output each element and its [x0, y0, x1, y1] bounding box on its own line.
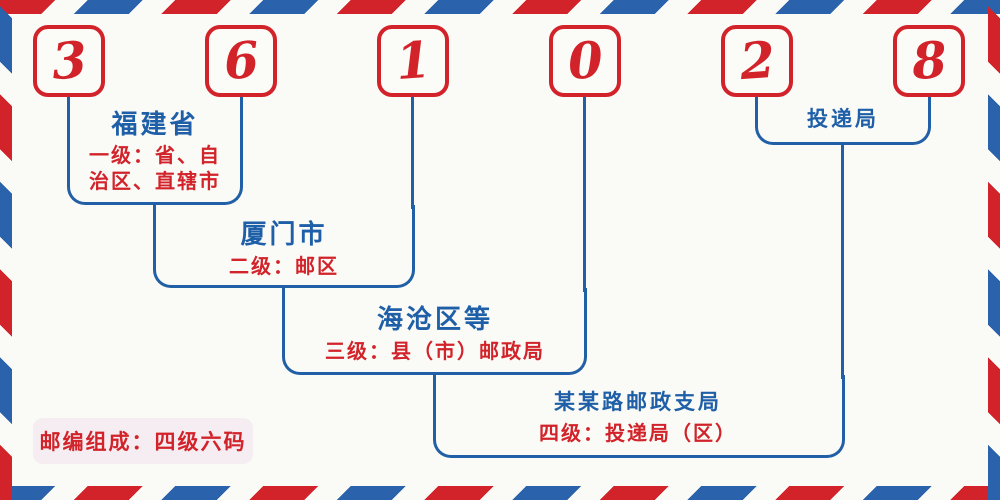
airmail-border-right: [988, 0, 1000, 500]
level-4-connector-line: [841, 145, 844, 379]
level-2-desc-line-1: 二级：邮区: [229, 256, 339, 278]
level-2-desc: 二级：邮区: [164, 254, 404, 280]
digit-box-3: 1: [377, 25, 449, 97]
digit-box-1: 3: [33, 25, 105, 97]
level-2-title: 厦门市: [240, 220, 328, 249]
airmail-border-left: [0, 0, 12, 500]
digit-2: 6: [221, 29, 261, 92]
level-3-bracket: [282, 288, 587, 375]
digit-box-6: 8: [893, 25, 965, 97]
level-4-desc: 四级：投递局（区）: [488, 421, 788, 447]
digit-box-2: 6: [205, 25, 277, 97]
airmail-border-bottom: [0, 486, 1000, 500]
level-3-desc: 三级：县（市）邮政局: [285, 339, 585, 365]
digit-3: 1: [393, 29, 433, 92]
postal-composition-badge: 邮编组成：四级六码: [33, 418, 253, 464]
digit-box-5: 2: [721, 25, 793, 97]
level-1-desc-line-2: 治区、直辖市: [89, 171, 221, 193]
digit-4: 0: [565, 29, 605, 92]
digit-box-4: 0: [549, 25, 621, 97]
delivery-office-title: 投递局: [807, 107, 879, 131]
digit-6: 8: [909, 29, 949, 92]
digit-1: 3: [49, 29, 89, 92]
level-3-desc-line-1: 三级：县（市）邮政局: [325, 341, 545, 363]
level-4-bracket: [433, 375, 845, 458]
level-4-title: 某某路邮政支局: [554, 390, 722, 414]
level-1-desc-line-1: 一级：省、自: [89, 145, 221, 167]
level-1-title: 福建省: [111, 110, 199, 139]
airmail-border-top: [0, 0, 1000, 14]
level-3-title: 海沧区等: [376, 305, 493, 334]
digit-5: 2: [737, 29, 777, 92]
level-1-bracket: [67, 97, 243, 205]
level-4-desc-line-1: 四级：投递局（区）: [539, 423, 737, 445]
level-2-connector-line: [411, 97, 414, 209]
delivery-office-bracket: [755, 97, 931, 145]
level-2-bracket: [153, 205, 415, 288]
level-1-desc: 一级：省、自 治区、直辖市: [35, 143, 275, 195]
level-3-connector-line: [583, 97, 586, 292]
